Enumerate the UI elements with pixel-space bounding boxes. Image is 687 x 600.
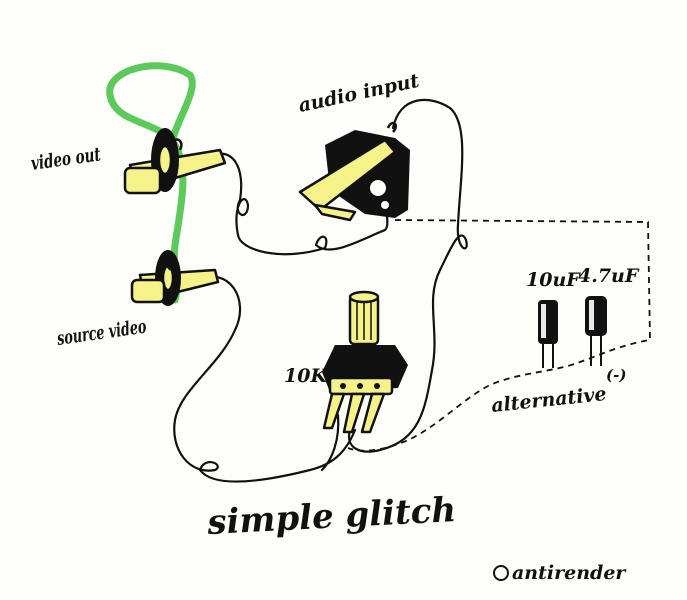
capacitor-10uf xyxy=(538,300,558,368)
label-cap-4-7uf: 4.7uF xyxy=(578,265,640,287)
label-alternative: alternative xyxy=(490,383,607,417)
label-source-video: source video xyxy=(55,316,148,350)
wire-video-out-to-audio xyxy=(198,152,390,256)
audio-input-jack xyxy=(298,121,410,222)
capacitor-4-7uf xyxy=(585,296,607,366)
source-video-jack xyxy=(130,250,220,306)
diagram-title: simple glitch xyxy=(205,490,457,543)
credit: antirender xyxy=(493,562,627,584)
label-video-out: video out xyxy=(30,143,103,175)
label-pot-value: 10K xyxy=(284,365,328,387)
label-cap-10uf: 10uF xyxy=(526,269,581,291)
potentiometer-10k xyxy=(322,290,408,434)
video-out-jack xyxy=(123,128,227,195)
wire-pot-mid xyxy=(320,413,340,472)
credit-text: antirender xyxy=(512,562,627,584)
copyright-icon xyxy=(493,565,509,581)
wire-source-to-pot xyxy=(173,275,357,483)
green-ground-wire xyxy=(106,62,196,304)
label-polarity: (-) xyxy=(606,366,626,384)
wire-audio-to-right xyxy=(347,98,468,453)
